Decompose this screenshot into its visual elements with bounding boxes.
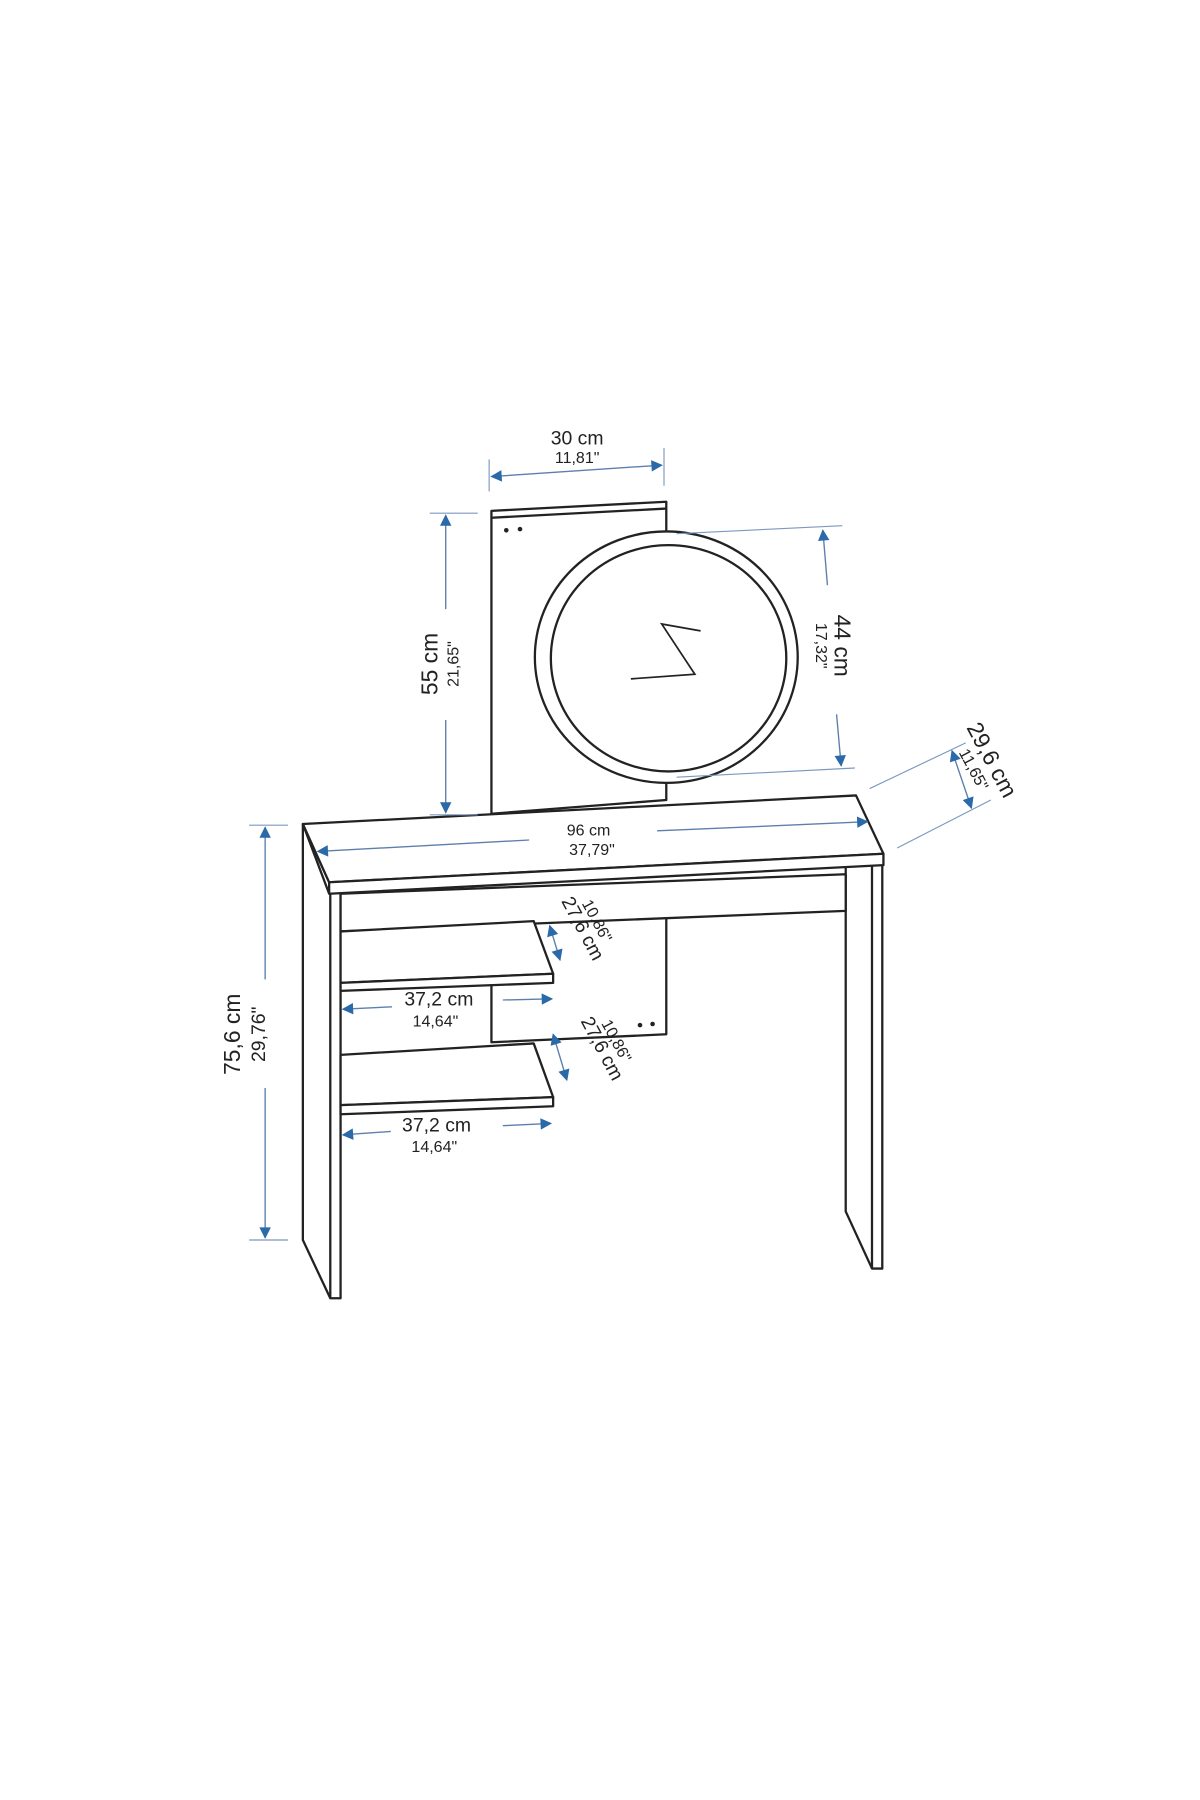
panel-height-inch: 21,65" — [445, 641, 462, 687]
table-height-inch: 29,76" — [248, 1006, 270, 1062]
shelf2-width-inch: 14,64" — [411, 1139, 457, 1156]
dimension-mirror-diameter: 44 cm 17,32" — [676, 525, 855, 778]
mirror-diameter-cm: 44 cm — [829, 615, 855, 677]
dimension-shelf2-width: 37,2 cm 14,64" — [341, 1114, 552, 1156]
panel-height-cm: 55 cm — [417, 633, 443, 695]
dimension-panel-width: 30 cm 11,81" — [488, 428, 665, 492]
shelf-2 — [339, 1042, 555, 1116]
dimension-table-height: 75,6 cm 29,76" — [219, 824, 288, 1241]
mirror-reflection-mark — [630, 622, 701, 680]
shelf-1 — [339, 920, 555, 992]
screw-hole — [517, 526, 523, 532]
right-leg — [844, 859, 884, 1270]
round-mirror — [533, 530, 799, 784]
shelf1-width-cm: 37,2 cm — [404, 989, 473, 1011]
table-width-cm: 96 cm — [567, 822, 611, 839]
dimension-panel-height: 55 cm 21,65" — [417, 512, 478, 816]
apron — [339, 873, 847, 933]
table-width-inch: 37,79" — [569, 842, 615, 859]
table-top — [301, 794, 885, 895]
shelf2-width-cm: 37,2 cm — [402, 1114, 471, 1136]
shelf1-width-inch: 14,64" — [413, 1013, 459, 1030]
panel-width-cm: 30 cm — [551, 428, 604, 450]
panel-width-inch: 11,81" — [555, 450, 600, 467]
dimension-depth: 29,6 cm 11,65" — [869, 718, 1023, 849]
mirror-diameter-inch: 17,32" — [812, 623, 829, 669]
dimension-table-width: 96 cm 37,79" — [316, 816, 869, 859]
dimension-shelf1-width: 37,2 cm 14,64" — [341, 989, 554, 1030]
table-height-cm: 75,6 cm — [219, 994, 245, 1075]
screw-hole — [504, 528, 509, 533]
left-leg — [301, 822, 342, 1300]
